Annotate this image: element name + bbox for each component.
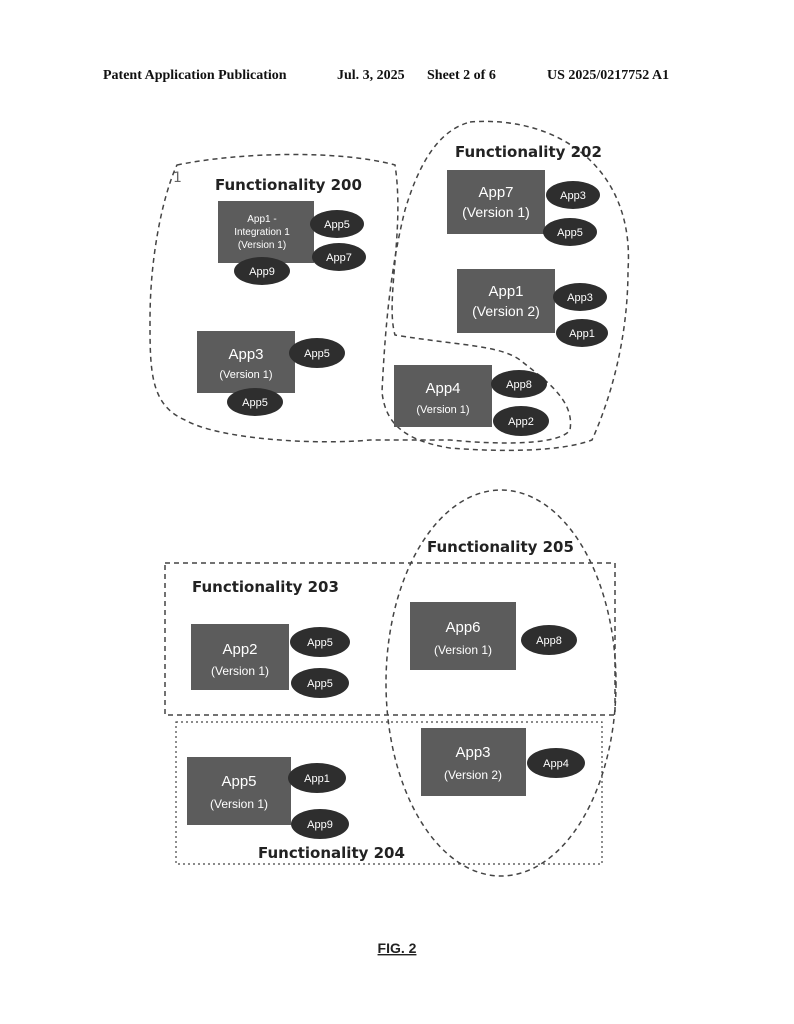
publication-title: Patent Application Publication (103, 68, 287, 83)
app-box-app7-v1: App7 (Version 1) App3 App5 (447, 170, 600, 246)
app-box (410, 602, 516, 670)
dependency-label: App5 (324, 219, 350, 231)
dependency-label: App2 (508, 416, 534, 428)
app-box (197, 331, 295, 393)
app-box-line: App5 (221, 773, 256, 790)
app-box-line: (Version 1) (219, 369, 272, 381)
boundary-functionality-200 (149, 153, 572, 444)
figure-label: FIG. 2 (378, 940, 417, 956)
dependency-pill (289, 338, 345, 368)
dependency-label: App8 (536, 635, 562, 647)
dependency-label: App5 (242, 397, 268, 409)
app-box (394, 365, 492, 427)
dependency-pill (491, 370, 547, 398)
app-box-line: (Version 1) (434, 643, 492, 657)
app-box-line: App1 - (247, 214, 276, 225)
dependency-pill (493, 406, 549, 436)
functionality-200-label: Functionality 200 (215, 176, 362, 194)
app-box-app2-v1: App2 (Version 1) App5 App5 (191, 624, 350, 698)
boundary-functionality-202 (381, 120, 630, 452)
app-box-app6-v1: App6 (Version 1) App8 (410, 602, 577, 670)
boundary-functionality-203 (164, 562, 616, 716)
dependency-pill (288, 763, 346, 793)
dependency-pill (291, 668, 349, 698)
app-box-app5-v1: App5 (Version 1) App1 App9 (187, 757, 349, 839)
app-box-app3-v1: App3 (Version 1) App5 App5 (197, 331, 345, 416)
functionality-202-label: Functionality 202 (455, 143, 602, 161)
app-box-line: App4 (425, 380, 460, 397)
dependency-label: App5 (557, 227, 583, 239)
boundary-functionality-205 (385, 489, 617, 877)
dependency-pill (234, 257, 290, 285)
app-box (187, 757, 291, 825)
publication-date: Jul. 3, 2025 (337, 68, 405, 83)
app-box-line: (Version 1) (210, 797, 268, 811)
dependency-label: App5 (307, 678, 333, 690)
sheet-number: Sheet 2 of 6 (427, 68, 496, 83)
dependency-pill (543, 218, 597, 246)
app-box (457, 269, 555, 333)
app-box-line: (Version 1) (238, 240, 286, 251)
app-box-line: (Version 2) (444, 768, 502, 782)
app-box (191, 624, 289, 690)
dependency-pill (227, 388, 283, 416)
dependency-label: App3 (560, 190, 586, 202)
dependency-pill (556, 319, 608, 347)
app-box-line: App2 (222, 641, 257, 658)
patent-header: Patent Application Publication Jul. 3, 2… (0, 68, 794, 88)
app-box-line: Integration 1 (234, 227, 290, 238)
app-box-app4-v1: App4 (Version 1) App8 App2 (394, 365, 549, 436)
dependency-label: App9 (249, 266, 275, 278)
dependency-pill (290, 627, 350, 657)
dependency-label: App7 (326, 252, 352, 264)
dependency-label: App8 (506, 379, 532, 391)
functionality-203-label: Functionality 203 (192, 578, 339, 596)
app-box-line: App3 (455, 744, 490, 761)
dependency-pill (553, 283, 607, 311)
dependency-label: App9 (307, 819, 333, 831)
app-box (421, 728, 526, 796)
dependency-label: App3 (567, 292, 593, 304)
app-box-line: App7 (478, 184, 513, 201)
boundary-functionality-204 (175, 721, 603, 865)
app-box-line: (Version 1) (416, 404, 469, 416)
app-box-app1-integration1: App1 - Integration 1 (Version 1) App5 Ap… (218, 201, 366, 285)
app-box-line: App3 (228, 346, 263, 363)
dependency-pill (310, 210, 364, 238)
app-box (447, 170, 545, 234)
app-box-app1-v2: App1 (Version 2) App3 App1 (457, 269, 608, 347)
dependency-pill (546, 181, 600, 209)
corner-mark: 1 (173, 170, 182, 186)
dependency-pill (312, 243, 366, 271)
dependency-pill (291, 809, 349, 839)
dependency-pill (527, 748, 585, 778)
app-box-line: App6 (445, 619, 480, 636)
app-box-app3-v2: App3 (Version 2) App4 (421, 728, 585, 796)
functionality-205-label: Functionality 205 (427, 538, 574, 556)
dependency-label: App1 (569, 328, 595, 340)
patent-number: US 2025/0217752 A1 (547, 68, 670, 83)
app-box (218, 201, 314, 263)
dependency-pill (521, 625, 577, 655)
app-box-line: (Version 1) (211, 664, 269, 678)
dependency-label: App1 (304, 773, 330, 785)
dependency-label: App4 (543, 758, 569, 770)
functionality-204-label: Functionality 204 (258, 844, 405, 862)
app-box-line: (Version 1) (462, 204, 530, 220)
dependency-label: App5 (304, 348, 330, 360)
dependency-label: App5 (307, 637, 333, 649)
app-box-line: App1 (488, 283, 523, 300)
app-box-line: (Version 2) (472, 303, 540, 319)
